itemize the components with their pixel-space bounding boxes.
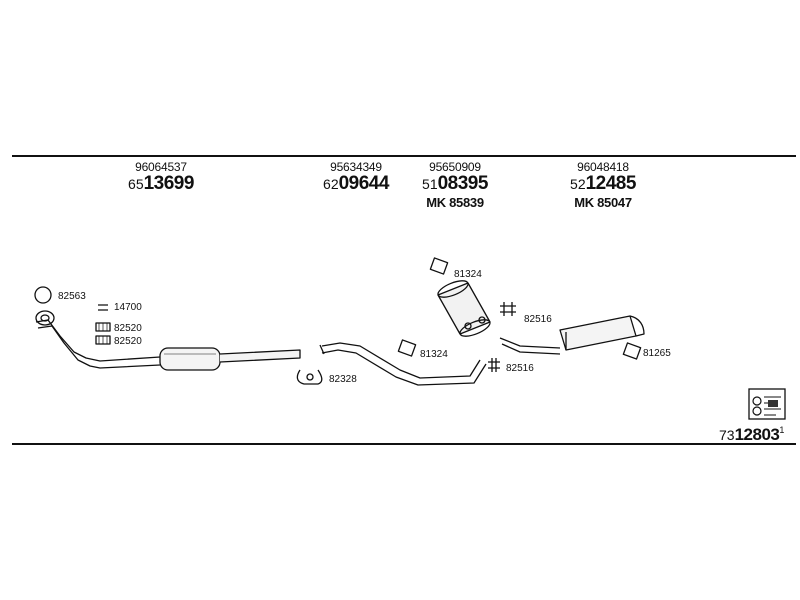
part-number-rear-muffler[interactable]: 96048418 5212485 MK 85047 — [560, 160, 646, 211]
main-part-number: 6209644 — [323, 173, 389, 194]
callout-label: 81324 — [420, 349, 448, 360]
rubber-hanger-icon[interactable] — [397, 257, 642, 360]
gasket-ring-icon[interactable] — [34, 286, 52, 304]
fitting-info-icon[interactable] — [748, 388, 786, 420]
middle-pipe[interactable] — [319, 342, 487, 386]
callout-label: 82516 — [506, 363, 534, 374]
reference-number: 95634349 — [330, 160, 382, 174]
reference-number: 95650909 — [429, 160, 481, 174]
main-part-number: 5108395 — [422, 173, 488, 194]
callout-label: 14700 — [114, 302, 142, 313]
callout-label: 82563 — [58, 291, 86, 302]
mounting-kit-number: MK 85839 — [426, 195, 484, 210]
callout-label: 81265 — [643, 348, 671, 359]
document-number: 73128031 — [719, 425, 785, 444]
part-number-center-muffler[interactable]: 95650909 5108395 MK 85839 — [412, 160, 498, 211]
center-muffler[interactable] — [436, 277, 492, 339]
callout-label: 82520 — [114, 336, 142, 347]
main-part-number: 5212485 — [570, 173, 636, 194]
callout-label: 82516 — [524, 314, 552, 325]
reference-number: 96048418 — [577, 160, 629, 174]
part-number-middle-pipe[interactable]: 95634349 6209644 — [313, 160, 399, 195]
mounting-kit-number: MK 85047 — [574, 195, 632, 210]
front-pipe-assembly[interactable] — [35, 310, 301, 371]
part-number-front-pipe[interactable]: 96064537 6513699 — [118, 160, 204, 195]
main-part-number: 6513699 — [128, 173, 194, 194]
callout-label: 82520 — [114, 323, 142, 334]
spring-clip-icon[interactable] — [488, 302, 516, 372]
top-divider — [12, 155, 796, 157]
reference-number: 96064537 — [135, 160, 187, 174]
bottom-divider — [12, 443, 796, 445]
rear-muffler[interactable] — [499, 315, 645, 355]
callout-label: 81324 — [454, 269, 482, 280]
u-clamp-icon[interactable] — [296, 369, 323, 385]
bracket-icon[interactable] — [95, 322, 111, 345]
clamp-icon[interactable] — [98, 304, 108, 311]
callout-label: 82328 — [329, 374, 357, 385]
